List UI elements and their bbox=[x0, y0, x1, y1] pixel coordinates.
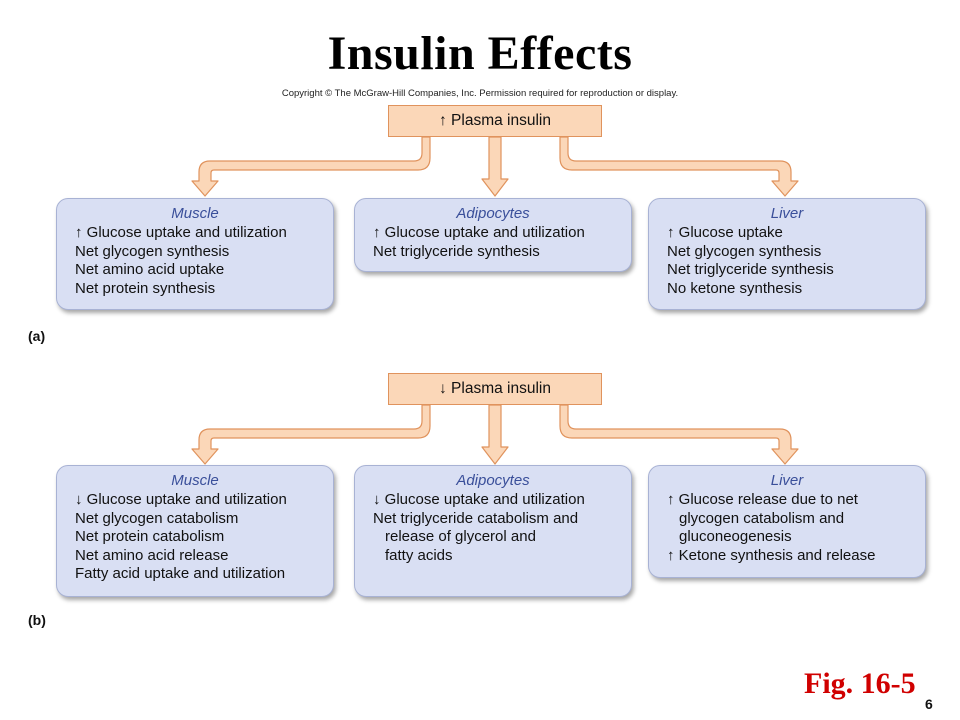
effect-line: glycogen catabolism and bbox=[679, 509, 845, 527]
effect-line: Net protein catabolism bbox=[75, 528, 225, 546]
liver-heading: Liver bbox=[770, 472, 804, 489]
effect-line: ↑ Glucose release due to net bbox=[667, 491, 858, 508]
effect-line: Net glycogen synthesis bbox=[75, 242, 230, 260]
effect-line: Fatty acid uptake and utilization bbox=[75, 565, 286, 583]
effect-line: ↓ Glucose uptake and utilization bbox=[373, 491, 585, 508]
arrow-a-liver bbox=[559, 136, 799, 197]
effect-line: fatty acids bbox=[385, 546, 453, 564]
effect-line: Net protein synthesis bbox=[75, 279, 216, 297]
effect-line: Net glycogen catabolism bbox=[75, 509, 239, 527]
arrow-b-adipocytes bbox=[481, 404, 509, 465]
effect-line: ↑ Glucose uptake and utilization bbox=[75, 224, 287, 241]
effect-line: Net amino acid release bbox=[75, 546, 229, 564]
page-number: 6 bbox=[925, 696, 933, 712]
effect-line: ↓ Glucose uptake and utilization bbox=[75, 491, 287, 508]
effect-line: Net glycogen synthesis bbox=[667, 242, 822, 260]
muscle-effects-box-a: Muscle ↑ Glucose uptake and utilization … bbox=[56, 198, 334, 310]
muscle-effects-box-b: Muscle ↓ Glucose uptake and utilization … bbox=[56, 465, 334, 597]
panel-a-label: (a) bbox=[28, 328, 46, 344]
panel-b-label: (b) bbox=[28, 612, 46, 628]
muscle-heading: Muscle bbox=[171, 205, 219, 222]
adipocytes-heading: Adipocytes bbox=[456, 205, 530, 222]
liver-effects-box-a: Liver ↑ Glucose uptake Net glycogen synt… bbox=[648, 198, 926, 310]
arrow-a-muscle bbox=[191, 136, 431, 197]
adipocytes-heading: Adipocytes bbox=[456, 472, 530, 489]
copyright-notice: Copyright © The McGraw-Hill Companies, I… bbox=[281, 88, 679, 99]
effect-line: No ketone synthesis bbox=[667, 279, 803, 297]
slide-title: Insulin Effects bbox=[327, 27, 633, 80]
plasma-insulin-increase-box: ↑ Plasma insulin bbox=[388, 105, 602, 137]
effect-line: ↑ Glucose uptake and utilization bbox=[373, 224, 585, 241]
effect-line: Net triglyceride synthesis bbox=[667, 261, 834, 279]
effect-line: Net triglyceride catabolism and bbox=[373, 509, 579, 527]
adipocytes-effects-box-a: Adipocytes ↑ Glucose uptake and utilizat… bbox=[354, 198, 632, 272]
effect-line: gluconeogenesis bbox=[679, 528, 792, 546]
effect-line: release of glycerol and bbox=[385, 528, 536, 546]
effect-line: ↑ Ketone synthesis and release bbox=[667, 546, 876, 564]
liver-heading: Liver bbox=[770, 205, 804, 222]
adipocytes-effects-box-b: Adipocytes ↓ Glucose uptake and utilizat… bbox=[354, 465, 632, 597]
liver-effects-box-b: Liver ↑ Glucose release due to net glyco… bbox=[648, 465, 926, 578]
effect-line: ↑ Glucose uptake bbox=[667, 224, 783, 241]
effect-line: Net triglyceride synthesis bbox=[373, 242, 540, 260]
arrow-b-liver bbox=[559, 404, 799, 465]
effect-line: Net amino acid uptake bbox=[75, 261, 225, 279]
arrow-a-adipocytes bbox=[481, 136, 509, 197]
plasma-insulin-decrease-box: ↓ Plasma insulin bbox=[388, 373, 602, 405]
arrow-b-muscle bbox=[191, 404, 431, 465]
figure-label: Fig. 16-5 bbox=[804, 667, 916, 700]
muscle-heading: Muscle bbox=[171, 472, 219, 489]
